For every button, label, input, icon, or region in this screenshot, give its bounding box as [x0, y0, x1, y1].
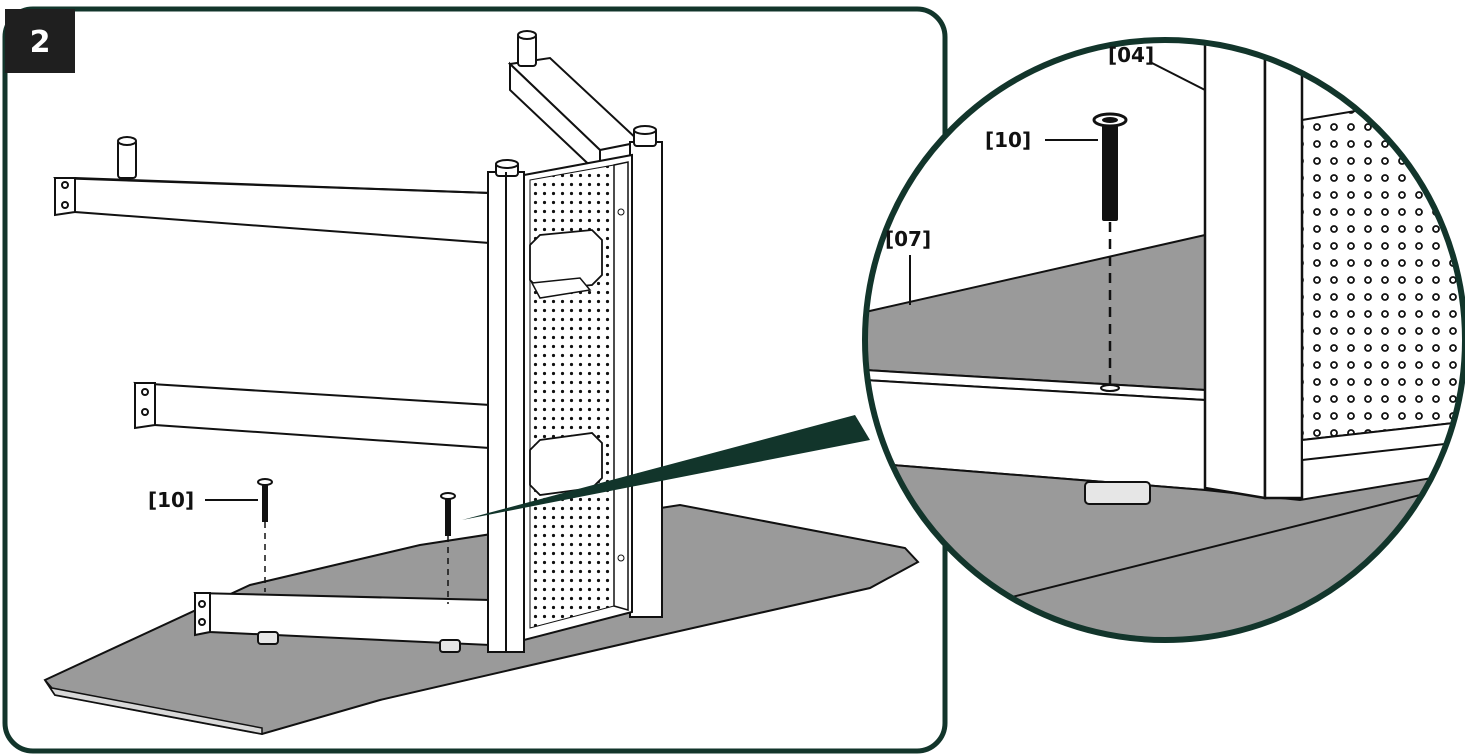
step-badge: 2: [5, 9, 75, 73]
rear-upright: [629, 125, 663, 618]
zoom-beam: [462, 415, 870, 520]
callout-shelf-zoom: [07]: [885, 227, 931, 251]
callout-screw-zoom: [10]: [985, 128, 1031, 152]
front-upright: [487, 159, 525, 653]
screw-icon: [257, 478, 273, 592]
callout-upright-zoom: [04]: [1108, 43, 1154, 67]
callout-screw-left: [10]: [148, 488, 194, 512]
step-number: 2: [30, 25, 51, 60]
screw-icon: [440, 492, 456, 604]
bottom-crossbar: [193, 591, 491, 653]
callout-leader: [1149, 61, 1206, 91]
peg-board-panel: [523, 153, 633, 642]
